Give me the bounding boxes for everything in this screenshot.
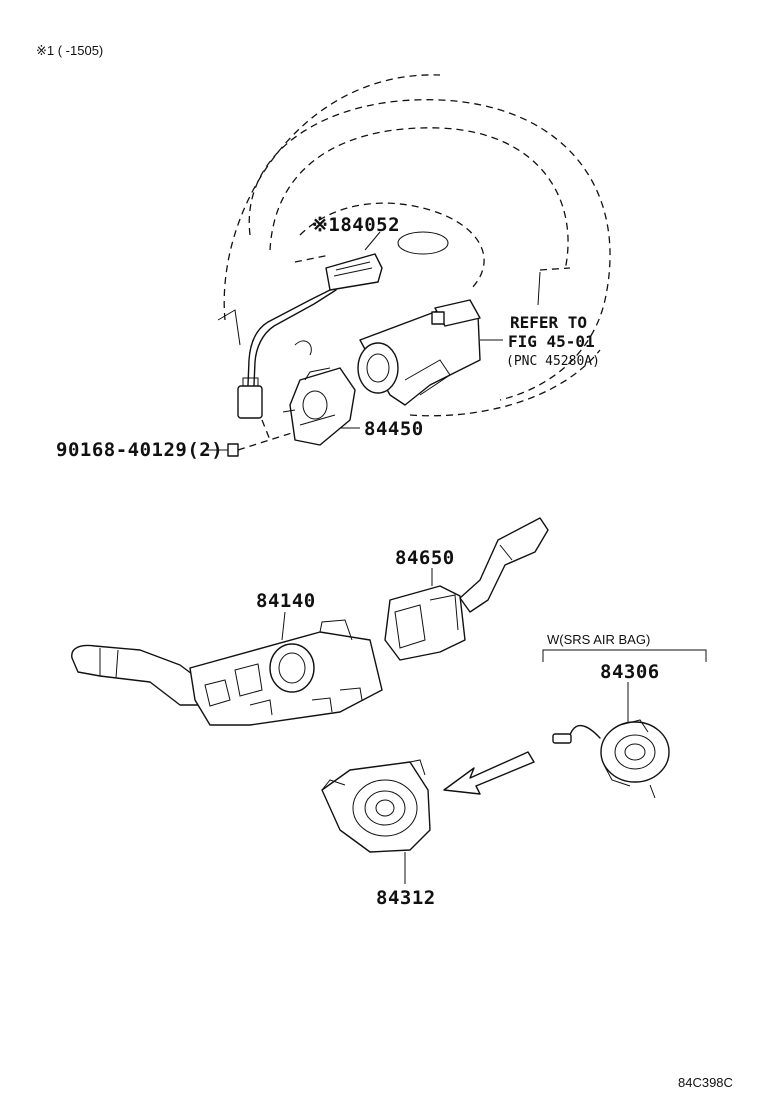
part-number-84450: 84450 (364, 418, 424, 440)
spiral-cable-84306 (542, 649, 707, 799)
refer-line-3: (PNC 45280A) (506, 354, 600, 369)
screw-90168 (227, 419, 296, 457)
part-number-84650: 84650 (395, 547, 455, 569)
srs-air-bag-label: W(SRS AIR BAG) (547, 632, 651, 647)
steering-wheel-outline (217, 74, 611, 417)
leader-lines-top (205, 339, 503, 451)
key-cylinder-84052 (237, 231, 383, 419)
spiral-cable-sub-84312 (321, 759, 431, 884)
part-number-90168: 90168-40129(2) (56, 439, 224, 461)
refer-line-1: REFER TO (510, 313, 588, 332)
combination-switch-84140 (71, 611, 383, 726)
header-note: ※1 ( -1505) (36, 43, 104, 58)
part-number-84306: 84306 (600, 661, 660, 683)
direction-arrow (443, 751, 535, 795)
figure-code: 84C398C (678, 1075, 733, 1090)
wiper-switch-84650 (384, 517, 549, 661)
part-number-84312: 84312 (376, 887, 436, 909)
part-number-84052: ※184052 (312, 214, 401, 236)
part-number-84140: 84140 (256, 590, 316, 612)
ignition-lock-housing (357, 299, 500, 406)
switch-84450 (282, 367, 356, 446)
refer-line-2: FIG 45-01 (508, 332, 595, 351)
